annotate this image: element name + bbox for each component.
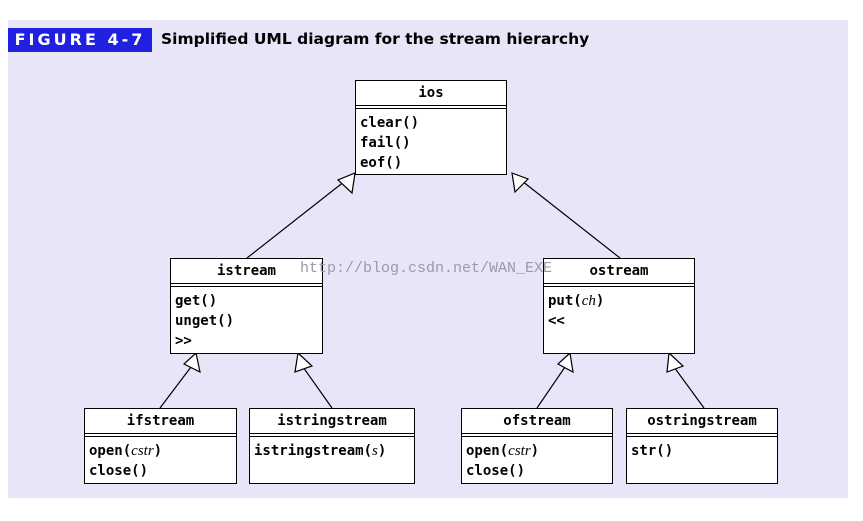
watermark-text: http://blog.csdn.net/WAN_EXE	[300, 260, 553, 277]
operation: open(cstr)	[466, 441, 612, 461]
figure-title: Simplified UML diagram for the stream hi…	[161, 30, 590, 48]
op-text: open(	[466, 443, 509, 459]
operation: get()	[175, 293, 218, 309]
class-name: ios	[356, 81, 506, 109]
op-argument: s	[372, 443, 378, 459]
edge-istream-ios	[246, 180, 346, 259]
op-text: )	[595, 293, 605, 309]
op-text: )	[153, 443, 163, 459]
op-text: put(	[548, 293, 582, 309]
edge-ifstream-istream	[159, 366, 192, 409]
edge-ostringstream-ostream	[673, 366, 705, 409]
op-text: )	[530, 443, 540, 459]
class-name: istringstream	[250, 409, 414, 437]
class-ios: ios clear() fail() eof()	[355, 80, 507, 175]
operation: str()	[631, 443, 674, 459]
class-name: ofstream	[462, 409, 612, 437]
op-argument: ch	[581, 293, 596, 309]
class-ifstream: ifstream open(cstr) close()	[84, 408, 237, 484]
class-name: ifstream	[85, 409, 236, 437]
operation: <<	[548, 313, 565, 329]
op-text: istringstream(	[254, 443, 373, 459]
class-istringstream: istringstream istringstream(s)	[249, 408, 415, 484]
operation: close()	[89, 463, 149, 479]
edge-ofstream-ostream	[536, 366, 566, 409]
generalization-arrowhead	[511, 172, 530, 194]
operation: fail()	[360, 135, 411, 151]
op-text: )	[377, 443, 387, 459]
edge-istringstream-istream	[302, 366, 333, 409]
class-ofstream: ofstream open(cstr) close()	[461, 408, 613, 484]
class-istream: istream get() unget() >>	[170, 258, 323, 354]
operation: open(cstr)	[89, 441, 236, 461]
op-text: open(	[89, 443, 132, 459]
op-argument: cstr	[131, 443, 154, 459]
class-name: ostream	[544, 259, 694, 287]
class-name: istream	[171, 259, 322, 287]
generalization-arrowhead	[294, 351, 314, 373]
figure-label: FIGURE 4-7	[8, 28, 152, 52]
operation: close()	[466, 463, 526, 479]
op-argument: cstr	[508, 443, 531, 459]
class-name: ostringstream	[627, 409, 777, 437]
generalization-arrowhead	[556, 351, 574, 374]
operation: clear()	[360, 115, 420, 131]
operation: istringstream(s)	[254, 441, 414, 461]
class-ostream: ostream put(ch) <<	[543, 258, 695, 354]
edge-ostream-ios	[521, 180, 621, 259]
generalization-arrowhead	[182, 351, 201, 374]
operation: >>	[175, 333, 192, 349]
generalization-arrowhead	[336, 172, 356, 195]
operation: put(ch)	[548, 291, 694, 311]
operation: unget()	[175, 313, 235, 329]
class-ostringstream: ostringstream str()	[626, 408, 778, 484]
operation: eof()	[360, 155, 403, 171]
generalization-arrowhead	[666, 351, 685, 373]
